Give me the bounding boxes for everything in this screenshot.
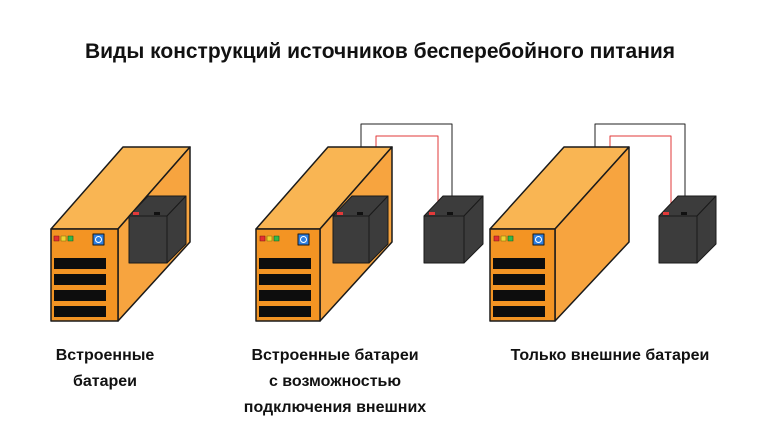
wire-negative [594, 123, 686, 196]
caption-internal: Встроенные батареи [20, 343, 190, 395]
vent-slots [54, 258, 106, 317]
ups-unit-internal [50, 146, 191, 322]
power-button-icon [532, 233, 545, 246]
vent-slots [259, 258, 311, 317]
caption-external-only: Только внешние батареи [490, 343, 730, 369]
power-button-icon [297, 233, 310, 246]
external-battery [658, 195, 717, 264]
status-leds [493, 235, 514, 242]
external-battery [423, 195, 484, 264]
diagram-title: Виды конструкций источников бесперебойно… [84, 40, 676, 63]
caption-internal-external: Встроенные батареи с возможностью подклю… [215, 343, 455, 421]
ups-unit-external-only [489, 123, 717, 322]
status-leds [259, 235, 280, 242]
caption-line: Только внешние батареи [510, 347, 710, 364]
caption-line: батареи [72, 373, 138, 390]
status-leds [53, 235, 74, 242]
caption-line: с возможностью [268, 373, 402, 390]
power-button-icon [92, 233, 105, 246]
internal-battery [332, 195, 389, 264]
wire-negative [360, 123, 453, 196]
vent-slots [493, 258, 545, 317]
caption-line: подключения внешних [243, 399, 427, 416]
caption-line: Встроенные [55, 347, 155, 364]
caption-line: Встроенные батареи [251, 347, 419, 364]
ups-unit-internal-external [255, 123, 484, 322]
internal-battery [128, 195, 187, 264]
